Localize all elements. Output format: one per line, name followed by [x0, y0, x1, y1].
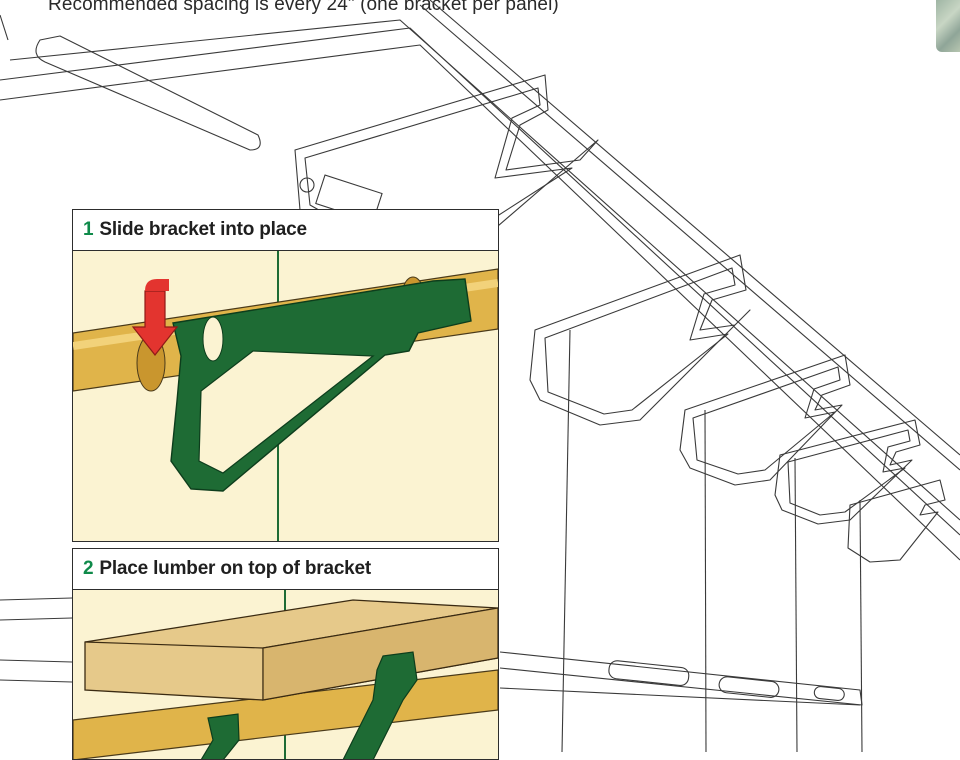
green-bracket — [342, 651, 418, 759]
hang-track — [499, 651, 863, 706]
standard-2 — [704, 409, 707, 752]
bracket-3 — [679, 354, 851, 486]
standard-4 — [859, 499, 863, 752]
standard-1 — [561, 329, 571, 752]
step-1-number: 1 — [83, 219, 94, 240]
step-1-header: 1 Slide bracket into place — [73, 210, 498, 251]
spacing-caption: Recommended spacing is every 24" (one br… — [48, 0, 559, 15]
bracket-2 — [529, 254, 751, 426]
step-2-panel: 2 Place lumber on top of bracket — [72, 548, 499, 760]
step-2-title: Place lumber on top of bracket — [99, 558, 372, 579]
step-1-panel: 1 Slide bracket into place — [72, 209, 499, 542]
top-shelf-rail — [9, 19, 960, 521]
step-1-illustration — [73, 251, 498, 541]
slide-down-arrow-icon — [131, 290, 179, 356]
step-2-number: 2 — [83, 558, 94, 579]
step-2-illustration — [73, 590, 498, 759]
corner-thumbnail — [936, 0, 960, 52]
step-2-header: 2 Place lumber on top of bracket — [73, 549, 498, 590]
standard-3 — [794, 457, 798, 752]
bracket-5 — [847, 479, 946, 563]
bracket-4 — [774, 419, 921, 525]
step-1-title: Slide bracket into place — [99, 219, 307, 240]
